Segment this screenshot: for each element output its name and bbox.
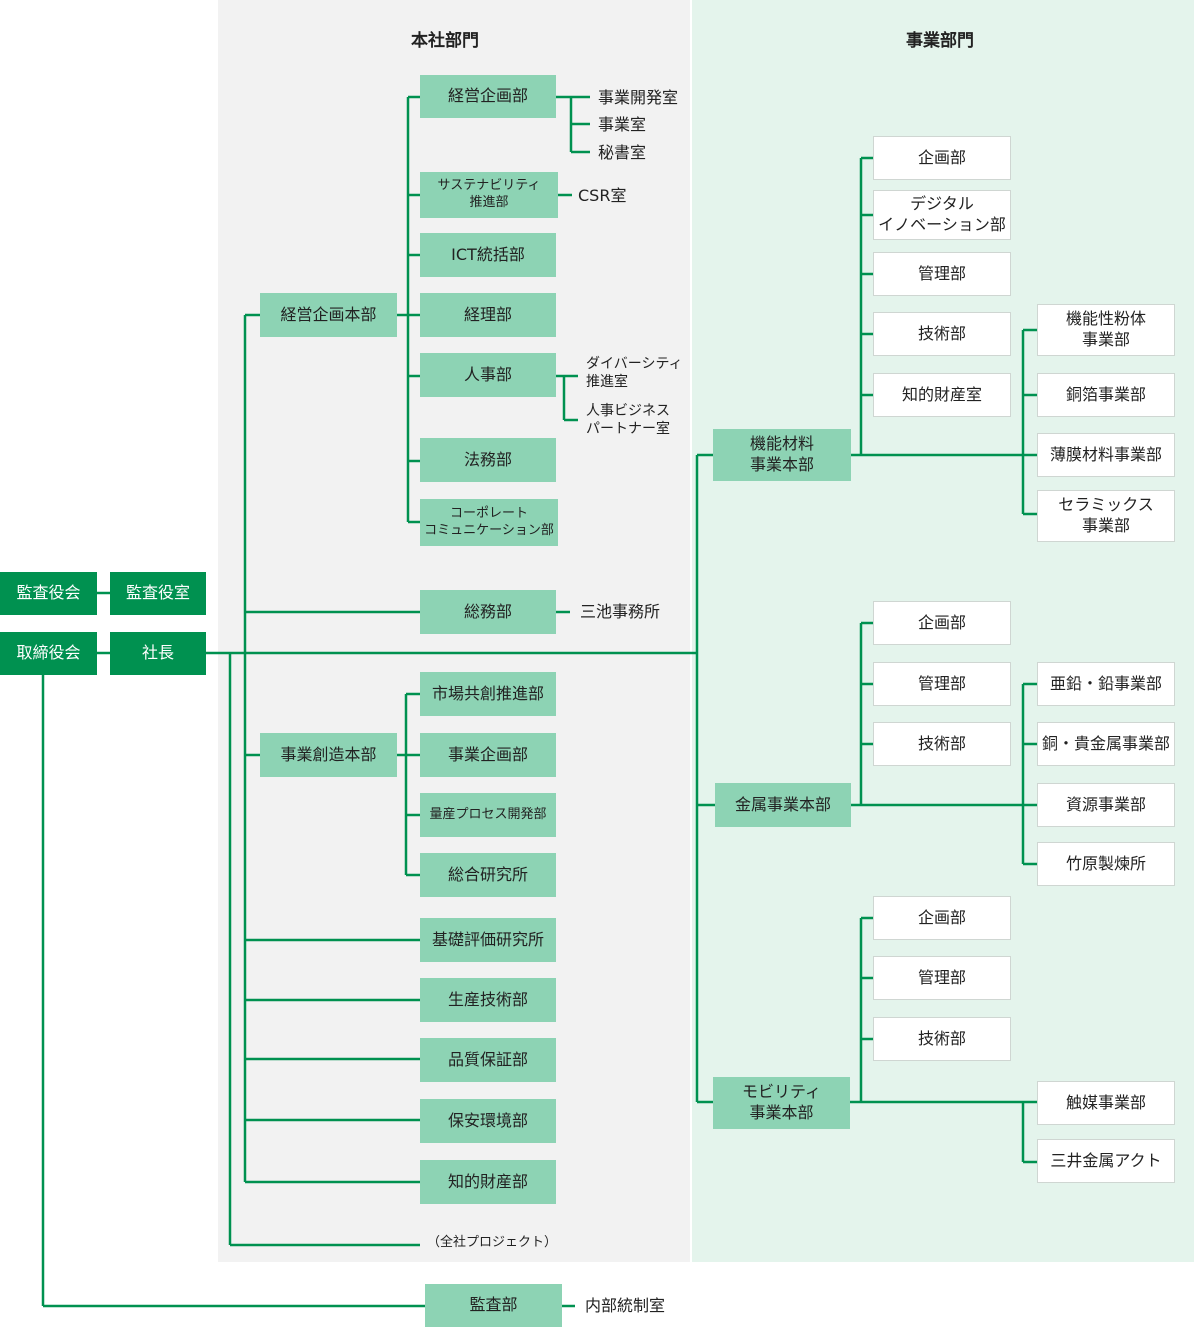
metals-planning-box: 企画部 — [873, 601, 1011, 645]
legal-box: 法務部 — [420, 438, 556, 482]
mobility-hq-box: モビリティ 事業本部 — [713, 1077, 850, 1129]
fm-admin-box: 管理部 — [873, 252, 1011, 296]
metals-admin-box: 管理部 — [873, 662, 1011, 706]
fm-ip-box: 知的財産室 — [873, 373, 1011, 417]
fm-digital-innovation-box: デジタル イノベーション部 — [873, 190, 1011, 240]
csr-office-label: CSR室 — [578, 186, 627, 205]
biz-creation-hq-box: 事業創造本部 — [260, 733, 397, 777]
mobility-admin-box: 管理部 — [873, 956, 1011, 1000]
market-co-creation-box: 市場共創推進部 — [420, 672, 556, 716]
business-office-label: 事業室 — [598, 115, 647, 134]
research-institute-box: 総合研究所 — [420, 853, 556, 897]
metals-tech-box: 技術部 — [873, 722, 1011, 766]
functional-materials-hq-box: 機能材料 事業本部 — [713, 429, 851, 481]
ceramics-box: セラミックス 事業部 — [1037, 490, 1175, 542]
fundamental-eval-box: 基礎評価研究所 — [420, 918, 556, 962]
functional-powder-box: 機能性粉体 事業部 — [1037, 304, 1175, 356]
thin-film-box: 薄膜材料事業部 — [1037, 433, 1175, 477]
resources-box: 資源事業部 — [1037, 783, 1175, 827]
ip-box: 知的財産部 — [420, 1160, 556, 1204]
audit-office-box: 監査役室 — [110, 572, 206, 615]
corp-planning-box: 経営企画部 — [420, 75, 556, 118]
internal-audit-box: 監査部 — [425, 1284, 562, 1327]
sustainability-box: サステナビリティ 推進部 — [420, 172, 558, 218]
mass-production-box: 量産プロセス開発部 — [420, 793, 556, 837]
mobility-tech-box: 技術部 — [873, 1017, 1011, 1061]
catalyst-box: 触媒事業部 — [1037, 1081, 1175, 1125]
business-section-title: 事業部門 — [906, 31, 974, 51]
safety-env-box: 保安環境部 — [420, 1099, 556, 1143]
quality-box: 品質保証部 — [420, 1038, 556, 1082]
miike-office-label: 三池事務所 — [580, 602, 661, 621]
hr-business-partner-label: 人事ビジネス パートナー室 — [586, 403, 670, 437]
diversity-office-label: ダイバーシティ 推進室 — [586, 356, 683, 390]
secretary-office-label: 秘書室 — [598, 143, 647, 162]
board-box: 取締役会 — [0, 632, 97, 675]
general-affairs-box: 総務部 — [420, 590, 556, 634]
audit-board-box: 監査役会 — [0, 572, 97, 615]
copper-foil-box: 銅箔事業部 — [1037, 373, 1175, 417]
fm-tech-box: 技術部 — [873, 312, 1011, 356]
president-box: 社長 — [110, 632, 206, 675]
zinc-lead-box: 亜鉛・鉛事業部 — [1037, 662, 1175, 706]
biz-development-office-label: 事業開発室 — [598, 88, 679, 107]
fm-planning-box: 企画部 — [873, 136, 1011, 180]
internal-control-label: 内部統制室 — [585, 1296, 666, 1315]
metals-hq-box: 金属事業本部 — [715, 783, 851, 827]
hq-section-title: 本社部門 — [411, 31, 479, 51]
mobility-planning-box: 企画部 — [873, 896, 1011, 940]
hr-box: 人事部 — [420, 353, 556, 397]
corp-communication-box: コーポレート コミュニケーション部 — [420, 499, 558, 546]
corp-planning-hq-box: 経営企画本部 — [260, 293, 397, 337]
company-projects-label: （全社プロジェクト） — [427, 1235, 558, 1250]
mitsui-kinzoku-act-box: 三井金属アクト — [1037, 1139, 1175, 1183]
copper-precious-box: 銅・貴金属事業部 — [1037, 722, 1175, 766]
accounting-box: 経理部 — [420, 293, 556, 337]
takehara-refinery-box: 竹原製煉所 — [1037, 842, 1175, 886]
production-tech-box: 生産技術部 — [420, 978, 556, 1022]
biz-planning-box: 事業企画部 — [420, 733, 556, 777]
ict-box: ICT統括部 — [420, 233, 556, 277]
